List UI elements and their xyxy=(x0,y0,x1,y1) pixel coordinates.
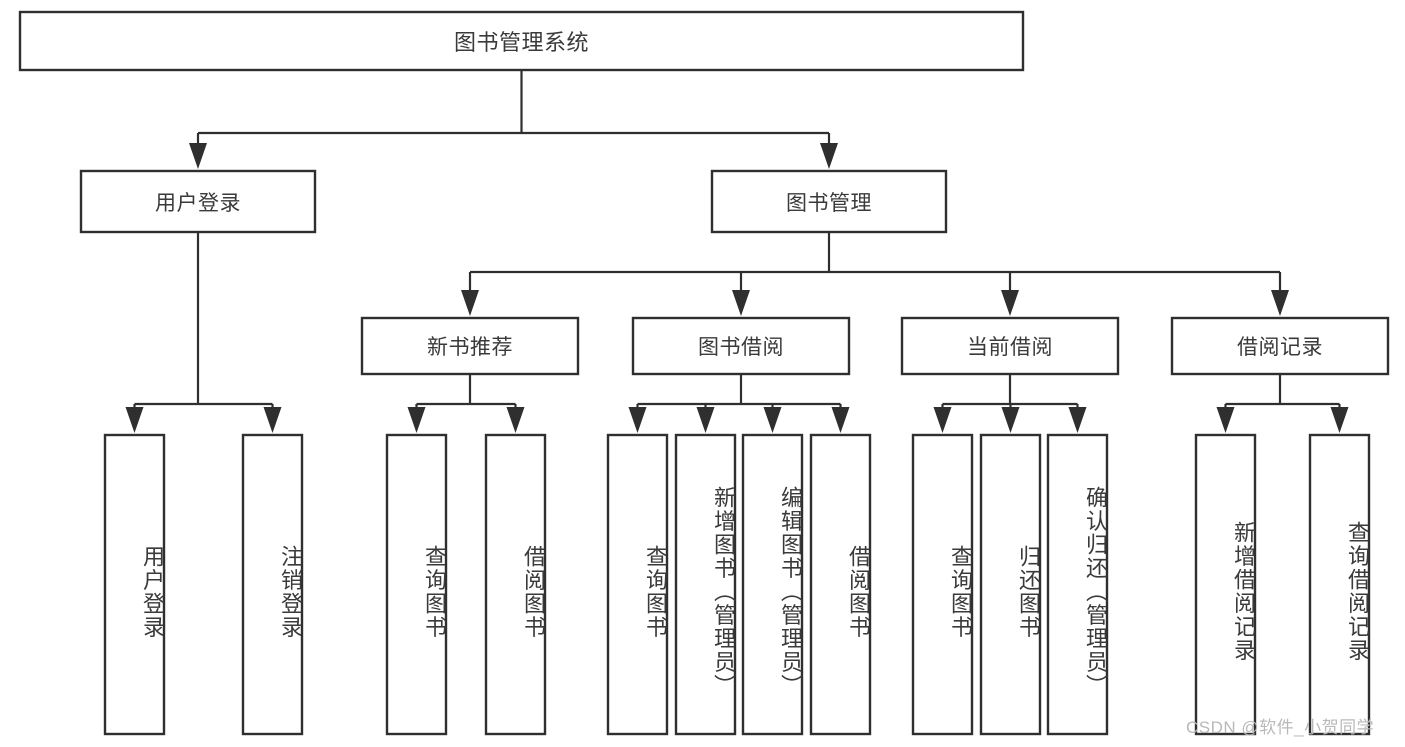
node-box-leaf-borrow-query-book[interactable] xyxy=(606,433,669,736)
arrow-head-icon xyxy=(1271,290,1289,316)
node-leaf-add-borrow-record[interactable] xyxy=(1196,435,1255,734)
node-box-book-borrow[interactable] xyxy=(631,316,851,376)
arrow-head-icon xyxy=(1001,407,1020,433)
node-box-current-borrow[interactable] xyxy=(900,316,1120,376)
arrow-head-icon xyxy=(1068,407,1087,433)
node-box-leaf-add-borrow-record[interactable] xyxy=(1194,433,1257,736)
node-box-leaf-borrow-book[interactable] xyxy=(809,433,872,736)
arrow-head-icon xyxy=(628,407,647,433)
node-boxes-layer xyxy=(18,10,1390,736)
arrow-head-icon xyxy=(763,407,782,433)
arrow-head-icon xyxy=(732,290,750,316)
arrow-head-icon xyxy=(1216,407,1235,433)
node-box-leaf-return-book[interactable] xyxy=(979,433,1042,736)
node-box-leaf-user-logout[interactable] xyxy=(241,433,304,736)
arrow-head-icon xyxy=(820,143,838,169)
arrow-head-icon xyxy=(461,290,479,316)
node-leaf-add-book-admin[interactable] xyxy=(676,435,735,734)
connector-lines-layer xyxy=(125,70,1349,433)
node-new-book-rec[interactable] xyxy=(362,318,578,374)
node-box-root[interactable] xyxy=(18,10,1025,72)
arrow-head-icon xyxy=(407,407,426,433)
arrow-head-icon xyxy=(1001,290,1019,316)
node-leaf-return-book[interactable] xyxy=(981,435,1040,734)
node-user-login[interactable] xyxy=(81,171,315,232)
node-leaf-borrow-query-book[interactable] xyxy=(608,435,667,734)
node-box-leaf-query-borrow-record[interactable] xyxy=(1308,433,1371,736)
node-box-leaf-confirm-return-admin[interactable] xyxy=(1046,433,1109,736)
arrow-head-icon xyxy=(1330,407,1349,433)
node-borrow-record[interactable] xyxy=(1172,318,1388,374)
arrow-head-icon xyxy=(696,407,715,433)
node-box-book-manage[interactable] xyxy=(710,169,948,234)
node-leaf-confirm-return-admin[interactable] xyxy=(1048,435,1107,734)
node-box-leaf-user-login[interactable] xyxy=(103,433,166,736)
node-leaf-user-login[interactable] xyxy=(105,435,164,734)
arrow-head-icon xyxy=(263,407,282,433)
node-leaf-rec-borrow-book[interactable] xyxy=(486,435,545,734)
arrow-head-icon xyxy=(506,407,525,433)
arrow-head-icon xyxy=(831,407,850,433)
node-box-new-book-rec[interactable] xyxy=(360,316,580,376)
node-box-leaf-cur-query-book[interactable] xyxy=(911,433,974,736)
node-root[interactable] xyxy=(20,12,1023,70)
node-box-leaf-edit-book-admin[interactable] xyxy=(741,433,804,736)
node-box-leaf-rec-borrow-book[interactable] xyxy=(484,433,547,736)
arrow-head-icon xyxy=(125,407,144,433)
node-leaf-cur-query-book[interactable] xyxy=(913,435,972,734)
node-book-manage[interactable] xyxy=(712,171,946,232)
arrow-head-icon xyxy=(933,407,952,433)
node-leaf-query-borrow-record[interactable] xyxy=(1310,435,1369,734)
node-leaf-rec-query-book[interactable] xyxy=(387,435,446,734)
node-leaf-user-logout[interactable] xyxy=(243,435,302,734)
node-box-leaf-rec-query-book[interactable] xyxy=(385,433,448,736)
arrow-head-icon xyxy=(189,143,207,169)
node-current-borrow[interactable] xyxy=(902,318,1118,374)
node-leaf-edit-book-admin[interactable] xyxy=(743,435,802,734)
node-box-borrow-record[interactable] xyxy=(1170,316,1390,376)
node-book-borrow[interactable] xyxy=(633,318,849,374)
node-leaf-borrow-book[interactable] xyxy=(811,435,870,734)
node-box-leaf-add-book-admin[interactable] xyxy=(674,433,737,736)
node-box-user-login[interactable] xyxy=(79,169,317,234)
